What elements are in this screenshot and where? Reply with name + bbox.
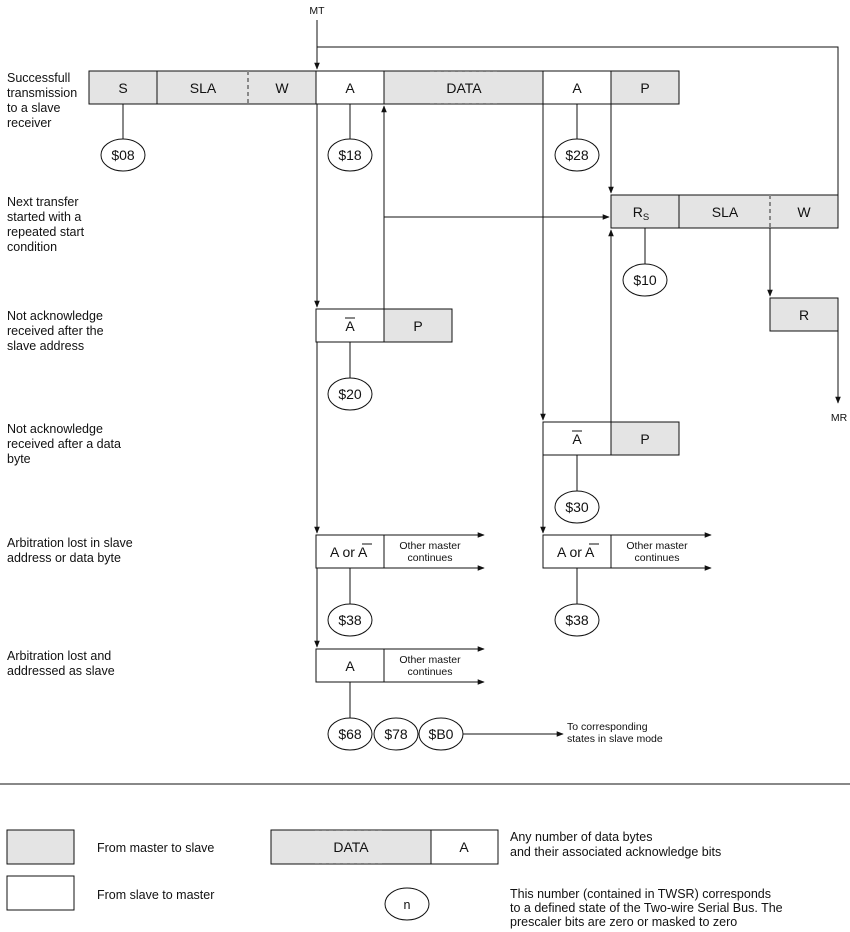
cell-ack-slave xyxy=(315,648,385,683)
legend-slave-swatch xyxy=(6,875,75,911)
legend-data-text: DATA xyxy=(333,839,369,855)
text-r: R xyxy=(799,307,809,323)
mt-label: MT xyxy=(309,5,325,17)
state-68-label: $68 xyxy=(338,726,362,742)
legend-master-swatch xyxy=(6,829,75,865)
cell-a-or-nack-2 xyxy=(542,534,612,569)
state-20-label: $20 xyxy=(338,386,362,402)
text-nack-1: A xyxy=(345,318,355,334)
cell-ack-2 xyxy=(542,70,612,105)
legend-slave-text: From slave to master xyxy=(97,888,214,902)
state-38-left xyxy=(327,603,373,637)
state-10-label: $10 xyxy=(633,272,657,288)
state-38-right-label: $38 xyxy=(565,612,589,628)
text-a-slave: A xyxy=(345,658,355,674)
cell-sla-w-2 xyxy=(678,194,839,229)
label-nack-after-data: Not acknowledge received after a data by… xyxy=(7,422,124,466)
text-a-2: A xyxy=(572,80,582,96)
cell-stop xyxy=(610,70,680,105)
text-a-or-nack-2: A or A xyxy=(557,544,595,560)
text-sla: SLA xyxy=(190,80,217,96)
state-20 xyxy=(327,377,373,411)
legend-state-oval xyxy=(384,887,430,921)
text-w-2: W xyxy=(797,204,811,220)
state-b0-label: $B0 xyxy=(429,726,454,742)
cell-a-or-nack-1 xyxy=(315,534,385,569)
label-successful-transmission: Successfull transmission to a slave rece… xyxy=(7,71,81,130)
label-arbitration-lost-slave: Arbitration lost and addressed as slave xyxy=(7,649,115,678)
text-nack-2: A xyxy=(572,431,582,447)
label-nack-after-address: Not acknowledge received after the slave… xyxy=(7,309,107,353)
state-28 xyxy=(554,138,600,172)
text-p-2: P xyxy=(413,318,422,334)
cell-ack-1 xyxy=(315,70,385,105)
label-repeated-start: Next transfer started with a repeated st… xyxy=(7,195,88,254)
text-p-3: P xyxy=(640,431,649,447)
state-68 xyxy=(327,717,373,751)
legend-state-n: n xyxy=(404,898,411,912)
state-18 xyxy=(327,138,373,172)
state-08 xyxy=(100,138,146,172)
text-a-1: A xyxy=(345,80,355,96)
text-rs: RS xyxy=(633,204,649,223)
legend-ack-text: A xyxy=(459,839,469,855)
state-30 xyxy=(554,490,600,524)
state-78-label: $78 xyxy=(384,726,408,742)
cell-data xyxy=(383,70,544,105)
legend-master-text: From master to slave xyxy=(97,841,214,855)
state-78 xyxy=(373,717,419,751)
cell-stop-2 xyxy=(383,308,453,343)
state-30-label: $30 xyxy=(565,499,589,515)
label-arbitration-lost: Arbitration lost in slave address or dat… xyxy=(7,536,136,565)
cell-nack-2 xyxy=(542,421,612,456)
state-18-label: $18 xyxy=(338,147,362,163)
state-38-right xyxy=(554,603,600,637)
mr-label: MR xyxy=(831,412,848,424)
text-data: DATA xyxy=(446,80,482,96)
text-a-or-nack-1: A or A xyxy=(330,544,368,560)
text-sla-2: SLA xyxy=(712,204,739,220)
text-p-1: P xyxy=(640,80,649,96)
cell-read xyxy=(769,297,839,332)
cell-stop-3 xyxy=(610,421,680,456)
legend-state-desc: This number (contained in TWSR) correspo… xyxy=(510,887,783,929)
cell-start xyxy=(88,70,158,105)
text-w: W xyxy=(275,80,289,96)
state-28-label: $28 xyxy=(565,147,589,163)
state-08-label: $08 xyxy=(111,147,135,163)
cell-sla-w xyxy=(156,70,317,105)
cell-repeated-start xyxy=(610,194,680,229)
state-38-left-label: $38 xyxy=(338,612,362,628)
legend-ack-cell xyxy=(430,829,499,865)
text-s: S xyxy=(118,80,127,96)
state-10 xyxy=(622,263,668,297)
